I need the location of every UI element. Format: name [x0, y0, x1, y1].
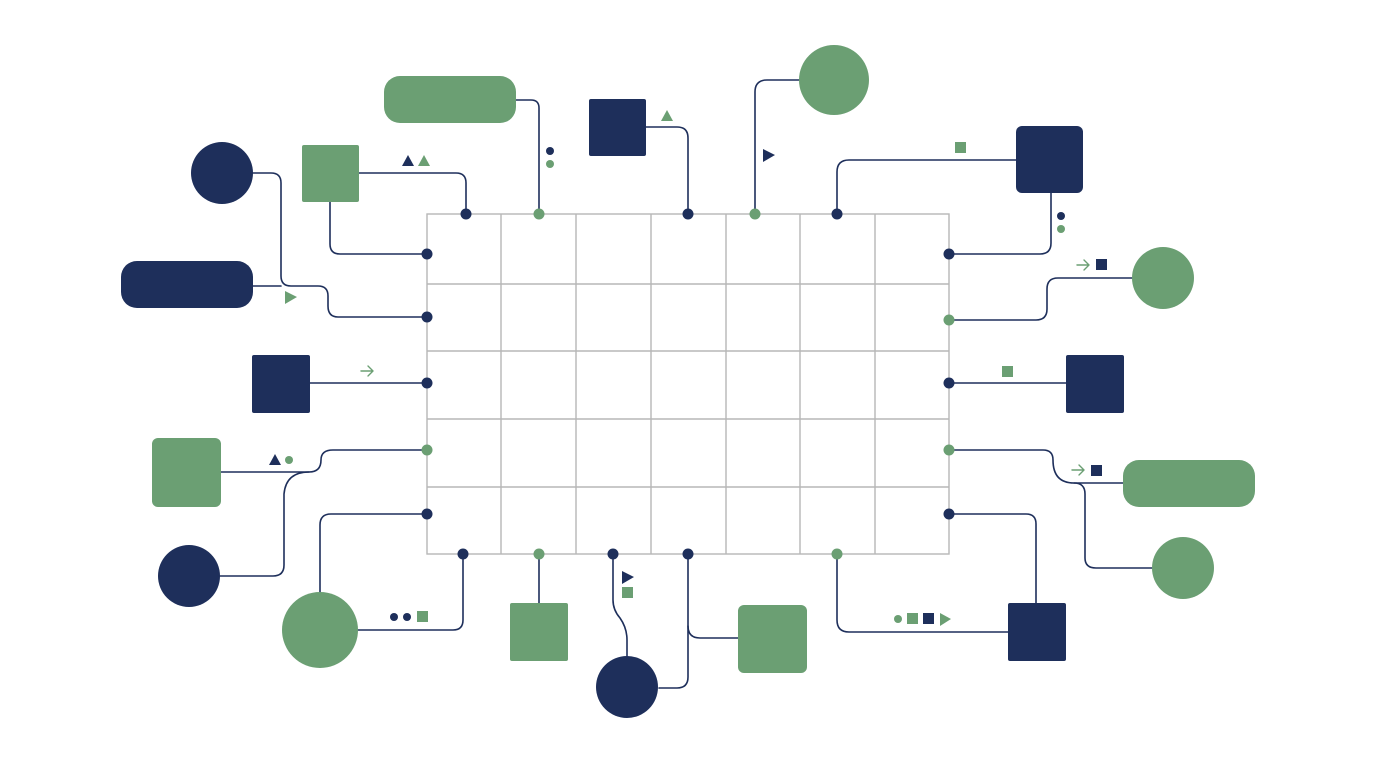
triangle-marker [418, 155, 430, 166]
port-dot [421, 311, 433, 323]
connector-wire [219, 471, 310, 577]
rounded-rectangle-node [121, 261, 253, 308]
square-node [738, 605, 807, 673]
circle-node [158, 545, 220, 607]
connector-wire [1073, 482, 1153, 569]
triangle-marker [622, 571, 634, 584]
port-dot [421, 248, 433, 260]
connector-wire [356, 553, 464, 631]
dot-marker [1057, 212, 1065, 220]
port-dot [749, 208, 761, 220]
square-node [1066, 355, 1124, 413]
rounded-rectangle-node [384, 76, 516, 123]
connector-wire [220, 449, 428, 473]
square-node [1008, 603, 1066, 661]
small-square-marker [622, 587, 633, 598]
connector-wire [687, 625, 739, 639]
grid-board [426, 213, 950, 555]
port-dot [421, 508, 433, 520]
small-square-marker [907, 613, 918, 624]
board-ports [421, 208, 955, 560]
connector-wires [219, 79, 1153, 689]
small-square-marker [1091, 465, 1102, 476]
dot-marker [546, 160, 554, 168]
square-node [1016, 126, 1083, 193]
connector-wire [836, 553, 1009, 633]
arrow-icon [360, 365, 374, 377]
port-dot [831, 208, 843, 220]
square-node [589, 99, 646, 156]
arrow-icon [1071, 464, 1085, 476]
circle-node [1152, 537, 1214, 599]
port-dot [943, 377, 955, 389]
square-node [510, 603, 568, 661]
triangle-marker [763, 149, 775, 162]
small-square-marker [923, 613, 934, 624]
small-square-marker [955, 142, 966, 153]
triangle-marker [285, 291, 297, 304]
decorative-markers [269, 110, 1107, 626]
circle-node [282, 592, 358, 668]
connector-wire [251, 172, 428, 318]
arrow-icon-path [360, 365, 374, 377]
connector-wire [658, 553, 689, 689]
circle-node [799, 45, 869, 115]
square-node [252, 355, 310, 413]
arrow-icon-path [1071, 464, 1085, 476]
port-dot [943, 508, 955, 520]
connector-wire [948, 449, 1124, 484]
square-node [302, 145, 359, 202]
rounded-rectangle-node [1123, 460, 1255, 507]
triangle-marker [402, 155, 414, 166]
triangle-marker [661, 110, 673, 121]
port-dot [682, 208, 694, 220]
dot-marker [1057, 225, 1065, 233]
connector-wire [948, 192, 1052, 255]
arrow-icon-path [1076, 259, 1090, 271]
triangle-marker [269, 454, 281, 465]
port-dot [457, 548, 469, 560]
port-dot [460, 208, 472, 220]
port-dot [682, 548, 694, 560]
arrow-icon [1076, 259, 1090, 271]
dot-marker [390, 613, 398, 621]
port-dot [607, 548, 619, 560]
connector-wire [319, 513, 428, 593]
dot-marker [285, 456, 293, 464]
port-dot [533, 548, 545, 560]
connector-wire [948, 513, 1037, 604]
dot-marker [894, 615, 902, 623]
port-dot [421, 444, 433, 456]
dot-marker [403, 613, 411, 621]
connector-wire [836, 159, 1017, 215]
port-dot [421, 377, 433, 389]
circle-node [1132, 247, 1194, 309]
port-dot [831, 548, 843, 560]
small-square-marker [1002, 366, 1013, 377]
connector-wire [612, 553, 628, 657]
circle-node [191, 142, 253, 204]
connector-wire [948, 277, 1134, 321]
port-dot [943, 314, 955, 326]
connector-wire [514, 99, 540, 215]
connector-wire [645, 126, 689, 215]
connector-wire [754, 79, 801, 215]
connector-wire [329, 172, 428, 255]
small-square-marker [1096, 259, 1107, 270]
board-outline [426, 213, 950, 555]
connector-wire [329, 172, 467, 215]
circle-node [596, 656, 658, 718]
dot-marker [546, 147, 554, 155]
outer-nodes [121, 45, 1255, 718]
port-dot [943, 444, 955, 456]
square-node [152, 438, 221, 507]
port-dot [533, 208, 545, 220]
triangle-marker [940, 613, 951, 626]
port-dot [943, 248, 955, 260]
small-square-marker [417, 611, 428, 622]
